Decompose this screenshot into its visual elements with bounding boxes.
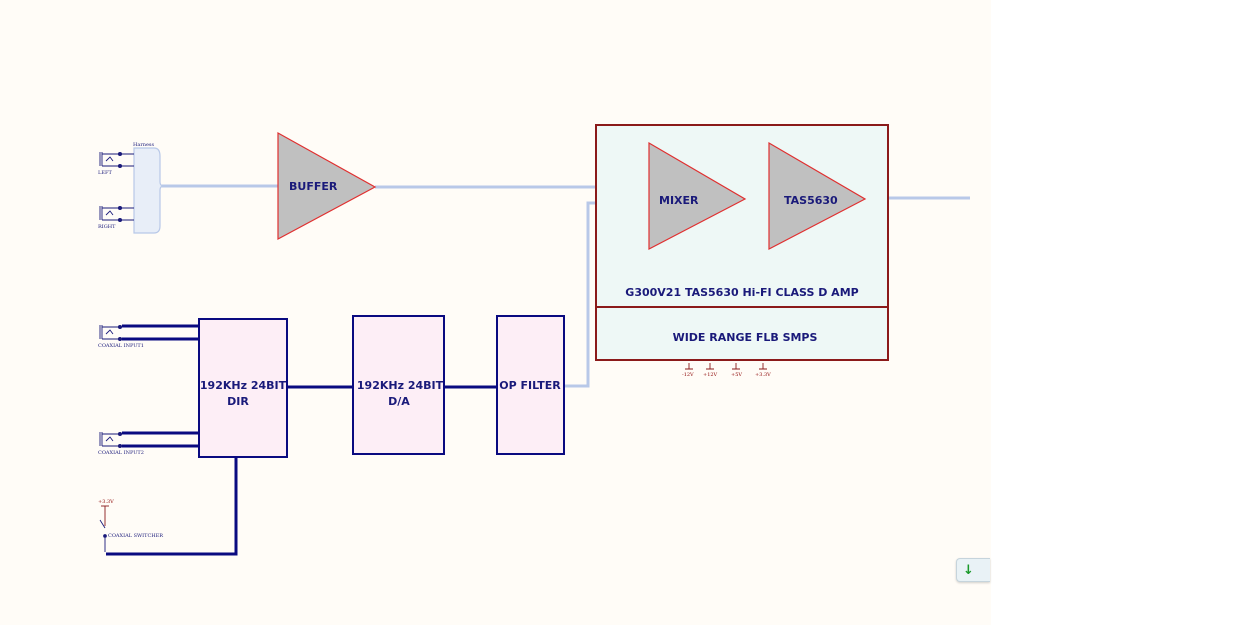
rail-pos5: +5V bbox=[731, 372, 742, 378]
wire-coax1 bbox=[122, 324, 199, 341]
wire-coax2 bbox=[122, 431, 199, 448]
tas5630-amplifier: TAS5630 bbox=[768, 141, 867, 250]
amp-module: G300V21 TAS5630 Hi-FI CLASS D AMP WIDE R… bbox=[595, 124, 889, 361]
left-jack-label: LEFT bbox=[98, 170, 112, 176]
mixer-amplifier: MIXER bbox=[648, 141, 747, 250]
jack-coax2 bbox=[99, 431, 123, 449]
coax1-label: COAXIAL INPUT1 bbox=[98, 343, 144, 349]
dir-label-line2: DIR bbox=[227, 395, 249, 408]
power-rails bbox=[685, 363, 767, 370]
da-label-line2: D/A bbox=[388, 395, 410, 408]
dir-block: 192KHz 24BIT DIR bbox=[198, 318, 288, 458]
wire-switch-dir bbox=[106, 457, 238, 556]
scroll-down-button[interactable]: ↓ bbox=[956, 558, 990, 582]
harness-label: Harness bbox=[133, 142, 154, 148]
arrow-down-icon: ↓ bbox=[963, 562, 974, 578]
amp-module-label: G300V21 TAS5630 Hi-FI CLASS D AMP bbox=[625, 286, 858, 299]
rail-pos33: +3.3V bbox=[755, 372, 771, 378]
tas5630-label: TAS5630 bbox=[784, 194, 838, 207]
buffer-label: BUFFER bbox=[289, 180, 338, 193]
switch-label: COAXIAL SWITCHER bbox=[108, 533, 163, 539]
digital-wires bbox=[106, 324, 497, 556]
coax2-label: COAXIAL INPUT2 bbox=[98, 450, 144, 456]
switch-supply-label: +3.3V bbox=[98, 499, 114, 505]
mixer-label: MIXER bbox=[659, 194, 699, 207]
harness-connector: Harness bbox=[133, 142, 165, 234]
jack-right bbox=[99, 205, 134, 223]
dir-label-line1: 192KHz 24BIT bbox=[200, 379, 287, 392]
jack-coax1 bbox=[99, 324, 123, 342]
block-diagram: Harness LEFT RIGHT BUFFER G300V21 TAS563… bbox=[98, 124, 970, 556]
coax-switcher bbox=[99, 505, 109, 552]
op-filter-label: OP FILTER bbox=[499, 379, 561, 392]
rail-neg12: -12V bbox=[682, 372, 694, 378]
da-label-line1: 192KHz 24BIT bbox=[357, 379, 444, 392]
rail-pos12: +12V bbox=[703, 372, 718, 378]
buffer-amplifier: BUFFER bbox=[277, 131, 377, 241]
smps-label: WIDE RANGE FLB SMPS bbox=[673, 331, 818, 344]
jack-left bbox=[99, 151, 134, 169]
right-jack-label: RIGHT bbox=[98, 224, 116, 230]
op-filter-block: OP FILTER bbox=[496, 315, 565, 455]
da-block: 192KHz 24BIT D/A bbox=[352, 315, 445, 455]
